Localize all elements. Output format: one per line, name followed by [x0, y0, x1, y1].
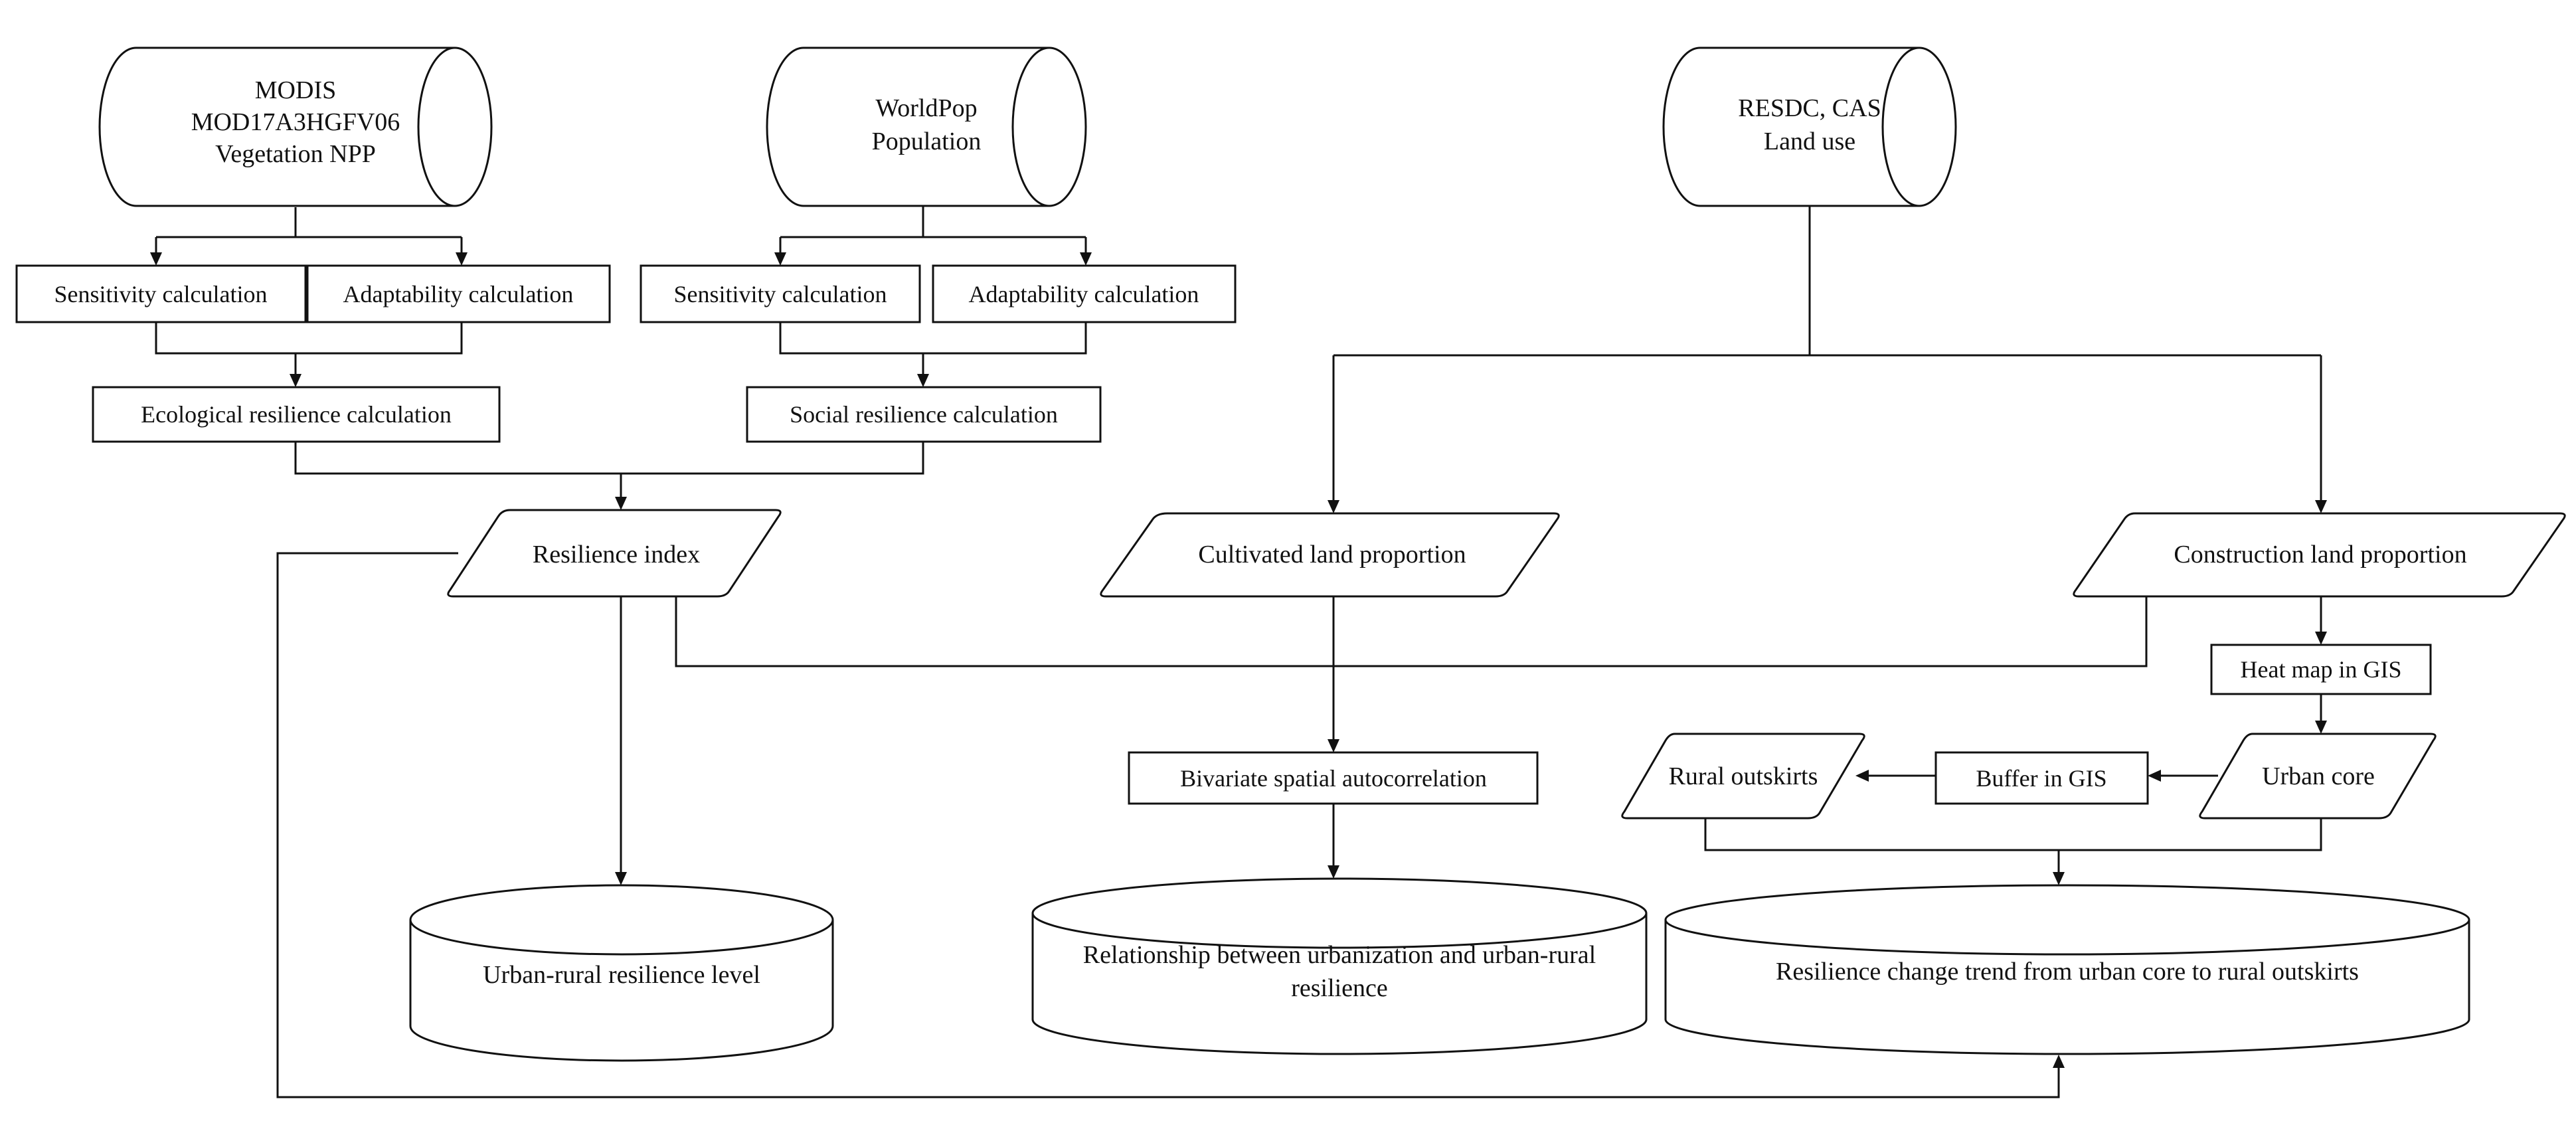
svg-text:Adaptability calculation: Adaptability calculation — [343, 281, 574, 307]
arrowhead — [2315, 721, 2327, 734]
arrowhead — [1855, 770, 1869, 782]
svg-text:Resilience change trend from u: Resilience change trend from urban core … — [1776, 958, 2359, 986]
connector-worldpop-split — [779, 206, 1087, 256]
svg-text:Sensitivity calculation: Sensitivity calculation — [674, 281, 887, 307]
database-cylinder-icon — [1031, 877, 1648, 1055]
arrowhead — [1328, 500, 1339, 513]
connector-resilience-merge — [294, 442, 924, 500]
cylinder-end — [1881, 46, 1920, 207]
connectors — [150, 206, 2327, 1098]
modis-line1: MODIS — [255, 76, 336, 104]
source-worldpop: WorldPop Population — [766, 46, 1087, 207]
process-social-resilience: Social resilience calculation — [746, 386, 1102, 443]
connector-eco-merge — [155, 322, 463, 377]
arrowhead — [1328, 739, 1339, 752]
arrowhead — [1328, 865, 1339, 879]
cylinder-end — [1011, 46, 1050, 207]
svg-text:Construction land proportion: Construction land proportion — [2174, 541, 2466, 568]
data-cultivated-land: Cultivated land proportion — [1100, 512, 1560, 598]
arrowhead — [917, 374, 929, 387]
process-heat-map: Heat map in GIS — [2210, 644, 2432, 695]
process-buffer: Buffer in GIS — [1934, 751, 2149, 805]
arrowhead — [2315, 500, 2327, 513]
database-cylinder-icon — [1664, 884, 2470, 1055]
svg-text:Urban-rural resilience level: Urban-rural resilience level — [483, 961, 760, 989]
connector-index-construction-link — [675, 596, 2148, 667]
database-cylinder-icon — [409, 884, 834, 1062]
process-adaptability-eco: Adaptability calculation — [306, 264, 611, 323]
modis-line2: MOD17A3HGFV06 — [191, 108, 400, 136]
database-cylinder-icon — [766, 46, 1087, 207]
arrowhead — [615, 872, 627, 885]
svg-text:Adaptability calculation: Adaptability calculation — [969, 281, 1199, 307]
arrowhead — [2053, 1055, 2065, 1068]
arrowhead — [2315, 632, 2327, 645]
arrowhead — [150, 252, 162, 266]
process-adaptability-soc: Adaptability calculation — [932, 264, 1237, 323]
worldpop-line1: WorldPop — [875, 94, 977, 122]
arrowhead — [1080, 252, 1092, 266]
resdc-line1: RESDC, CAS — [1738, 94, 1881, 122]
data-urban-core: Urban core — [2199, 733, 2437, 820]
source-resdc: RESDC, CAS Land use — [1662, 46, 1957, 207]
svg-text:Ecological resilience calculat: Ecological resilience calculation — [141, 401, 452, 428]
svg-text:Bivariate spatial autocorrelat: Bivariate spatial autocorrelation — [1180, 765, 1487, 792]
process-sensitivity-eco: Sensitivity calculation — [15, 264, 307, 323]
svg-text:Urban core: Urban core — [2262, 762, 2375, 790]
svg-text:Cultivated land proportion: Cultivated land proportion — [1198, 541, 1466, 568]
cylinder-end — [417, 46, 456, 207]
cylinder-top — [409, 919, 834, 956]
arrowhead — [2053, 872, 2065, 885]
arrowhead — [290, 374, 301, 387]
resdc-line2: Land use — [1764, 128, 1855, 155]
data-resilience-index: Resilience index — [447, 509, 782, 598]
worldpop-line2: Population — [872, 128, 982, 155]
svg-text:Sensitivity calculation: Sensitivity calculation — [54, 281, 268, 307]
connector-modis-split — [155, 207, 463, 256]
svg-text:Rural outskirts: Rural outskirts — [1669, 762, 1818, 790]
arrowhead — [774, 252, 786, 266]
source-modis: MODIS MOD17A3HGFV06 Vegetation NPP — [98, 46, 493, 207]
modis-line3: Vegetation NPP — [215, 140, 376, 168]
connector-soc-merge — [779, 322, 1087, 377]
arrowhead — [615, 497, 627, 510]
output-relationship: Relationship between urbanization and ur… — [1031, 877, 1648, 1055]
cylinder-top — [1031, 913, 1648, 949]
svg-text:Heat map in GIS: Heat map in GIS — [2241, 656, 2402, 683]
arrowhead — [2148, 770, 2161, 782]
svg-text:Social resilience calculation: Social resilience calculation — [790, 401, 1058, 428]
connector-trend-merge — [1704, 818, 2322, 875]
svg-text:Relationship between urbanizat: Relationship between urbanization and ur… — [1083, 941, 1596, 969]
svg-text:Buffer in GIS: Buffer in GIS — [1976, 765, 2106, 792]
data-construction-land: Construction land proportion — [2073, 512, 2566, 598]
output-trend: Resilience change trend from urban core … — [1664, 884, 2470, 1055]
cylinder-top — [1664, 919, 2470, 956]
database-cylinder-icon — [1662, 46, 1957, 207]
connector-index-to-trend — [276, 552, 2060, 1098]
process-ecological-resilience: Ecological resilience calculation — [92, 386, 501, 443]
svg-text:resilience: resilience — [1291, 974, 1388, 1002]
output-resilience-level: Urban-rural resilience level — [409, 884, 834, 1062]
data-rural-outskirts: Rural outskirts — [1621, 733, 1865, 820]
arrowhead — [456, 252, 468, 266]
process-bivariate: Bivariate spatial autocorrelation — [1128, 751, 1539, 805]
connector-resdc-split — [1332, 206, 2322, 503]
process-sensitivity-soc: Sensitivity calculation — [640, 264, 921, 323]
svg-text:Resilience index: Resilience index — [533, 541, 700, 568]
